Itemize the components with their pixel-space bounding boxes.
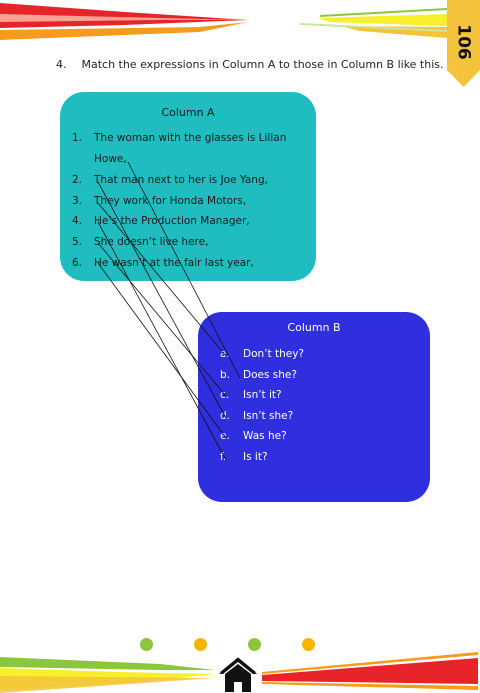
item-number: 1. xyxy=(72,132,83,144)
top-decoration xyxy=(0,3,447,40)
instruction-text: Match the expressions in Column A to tho… xyxy=(81,58,444,71)
item-letter: f. xyxy=(220,451,227,463)
column-b-title: Column B xyxy=(287,321,341,334)
instruction-number: 4. xyxy=(56,58,67,71)
item-text: Was he? xyxy=(243,430,287,442)
item-text: They work for Honda Motors, xyxy=(94,195,247,207)
item-text: Is it? xyxy=(243,451,268,463)
nav-dot xyxy=(248,638,261,651)
match-line xyxy=(97,221,227,461)
item-text: He’s the Production Manager, xyxy=(94,215,250,227)
item-text: That man next to her is Joe Yang, xyxy=(94,174,268,186)
match-line xyxy=(127,161,241,379)
item-number: 2. xyxy=(72,174,83,186)
column-b-box: Column B a. Don’t they? b. Does she? c. … xyxy=(198,312,430,502)
item-text: The woman with the glasses is Lilian xyxy=(94,132,287,144)
match-line xyxy=(97,262,227,439)
item-number: 3. xyxy=(72,195,83,207)
item-text: Don’t they? xyxy=(243,348,304,360)
instruction: 4. Match the expressions in Column A to … xyxy=(56,58,444,71)
home-icon[interactable] xyxy=(217,656,259,693)
match-line xyxy=(97,242,227,397)
item-number: 6. xyxy=(72,257,83,269)
column-a-box: Column A 1. The woman with the glasses i… xyxy=(60,92,316,281)
item-text: Does she? xyxy=(243,369,297,381)
item-letter: c. xyxy=(220,389,230,401)
item-letter: a. xyxy=(220,348,230,360)
match-line xyxy=(97,181,227,419)
item-text: She doesn’t live here, xyxy=(94,236,209,248)
column-a-title: Column A xyxy=(161,106,215,119)
nav-dot xyxy=(140,638,153,651)
page-badge xyxy=(447,0,480,87)
item-text: Howe, xyxy=(94,153,127,165)
item-text: He wasn’t at the fair last year, xyxy=(94,257,254,269)
item-text: Isn’t she? xyxy=(243,410,294,422)
nav-dot xyxy=(302,638,315,651)
nav-dot xyxy=(194,638,207,651)
item-letter: b. xyxy=(220,369,231,381)
item-text: Isn’t it? xyxy=(243,389,282,401)
item-number: 4. xyxy=(72,215,83,227)
match-line xyxy=(97,202,227,357)
item-number: 5. xyxy=(72,236,83,248)
